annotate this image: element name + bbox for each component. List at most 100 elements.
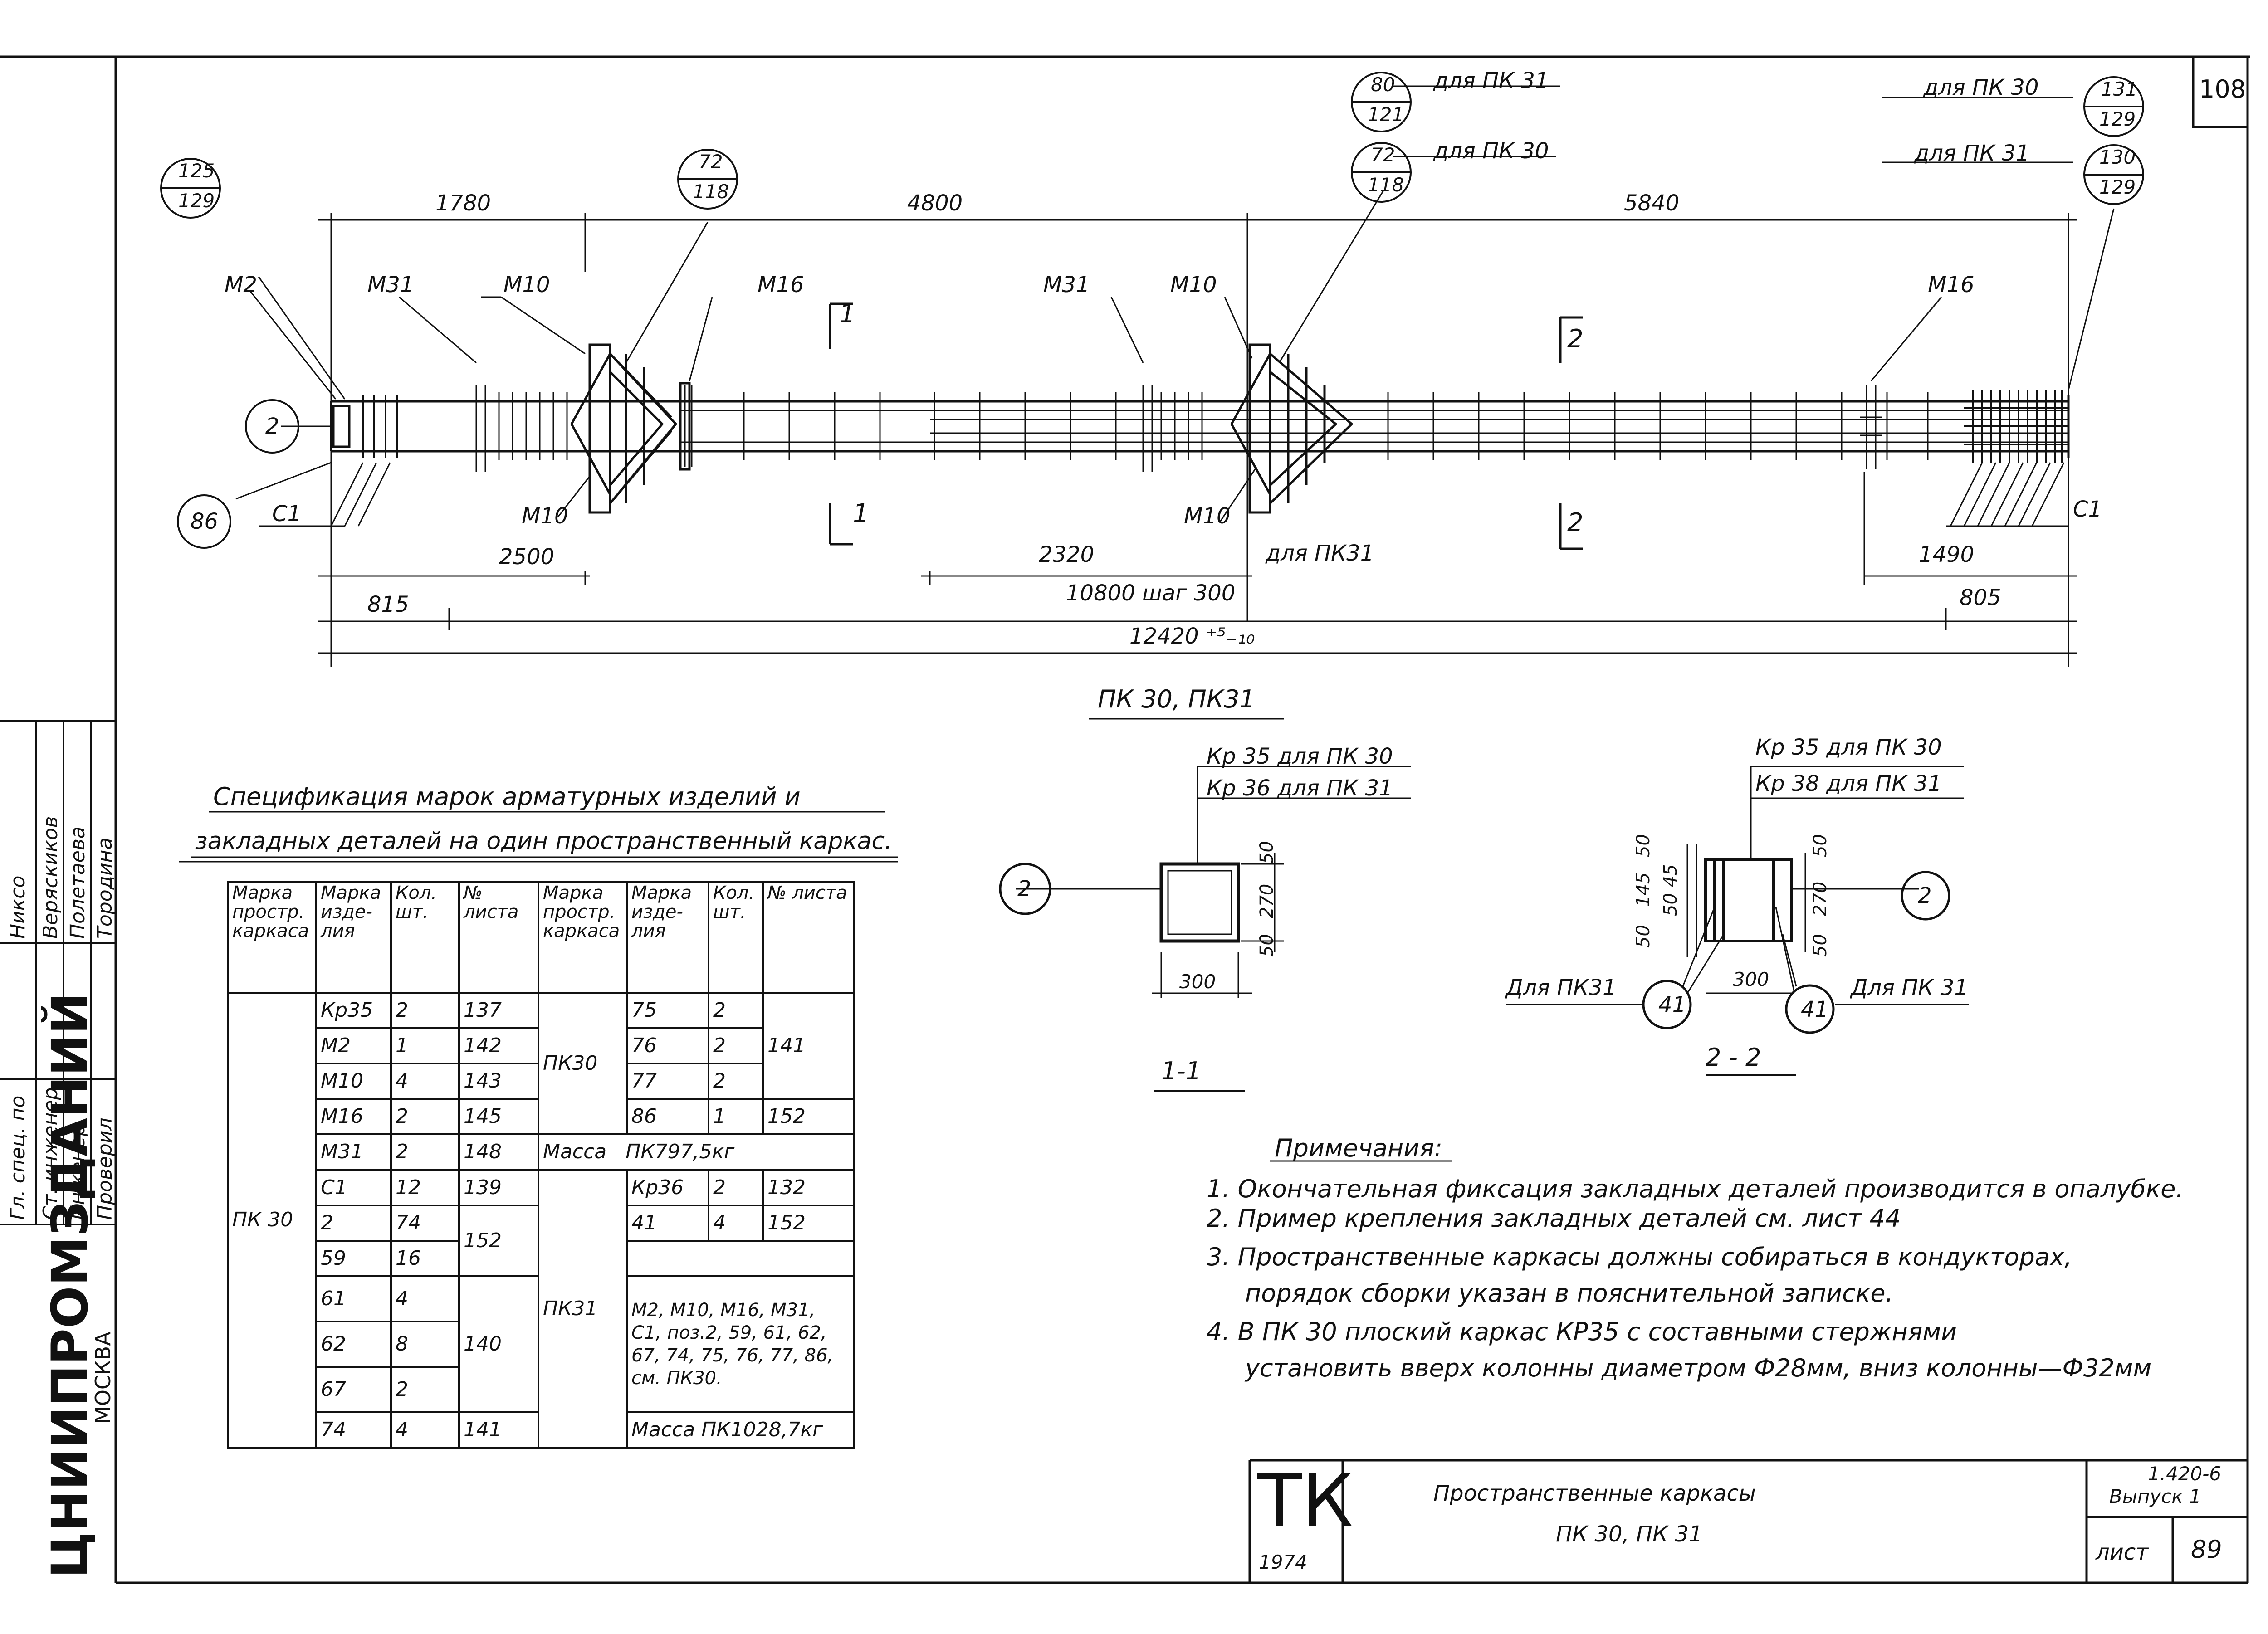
cell: 141 — [762, 991, 855, 1100]
mass-a-value: ПК797,5кг — [626, 1140, 735, 1164]
cell: 4 — [390, 1063, 460, 1100]
table-row: М2 1 142 76 2 — [228, 1027, 854, 1065]
note-3-cont: порядок сборки указан в пояснительной за… — [1245, 1279, 1893, 1307]
sig-role-4: Проверил — [93, 1117, 117, 1220]
dim-5840: 5840 — [1624, 190, 1680, 216]
cell: 2 — [390, 1366, 460, 1413]
cell: 77 — [626, 1063, 709, 1100]
sec2-50a: 50 — [1810, 834, 1831, 857]
tk-stamp: ТК — [1257, 1458, 1354, 1543]
sec1-bar: 2 — [1017, 876, 1031, 902]
label-c1-right: С1 — [2073, 497, 2102, 522]
cell: 74 — [390, 1204, 460, 1242]
note-2: 2. Пример крепления закладных деталей см… — [1207, 1204, 1901, 1233]
section-2-bottom: 2 — [1567, 508, 1584, 537]
sig-role-3: Инженер — [66, 1123, 89, 1220]
callout-6-note: для ПК 31 — [1914, 141, 2030, 166]
page-number: 108 — [2199, 75, 2246, 103]
cell: Кр36 — [626, 1169, 709, 1206]
cell: 59 — [315, 1239, 392, 1277]
sig-name-2: Веряскиков — [39, 816, 62, 939]
elevation-caption: ПК 30, ПК31 — [1098, 685, 1255, 713]
notes-title: Примечания: — [1275, 1134, 1443, 1162]
cell: 2 — [390, 1098, 460, 1136]
dim-10800: 10800 шаг 300 — [1066, 580, 1236, 606]
year: 1974 — [1259, 1551, 1307, 1573]
organization-name: ЦНИИПРОМЗДАНИЙ — [41, 992, 99, 1578]
sec2-bar: 2 — [1918, 883, 1932, 908]
table-row: 2 74 152 41 4 152 — [228, 1204, 855, 1277]
sec2-270: 270 — [1810, 881, 1831, 916]
sec2-bar41-left: 41 — [1658, 992, 1686, 1018]
label-m31-b: М31 — [1043, 272, 1090, 298]
right-frame-a: ПК30 — [538, 991, 628, 1136]
sec2-l50a: 50 — [1633, 834, 1654, 857]
column-elevation — [160, 72, 2144, 667]
sec1-50b: 50 — [1256, 934, 1277, 957]
callout-4-bottom: 118 — [1368, 174, 1404, 196]
cell: 2 — [708, 1169, 764, 1206]
sheet-label: лист — [2096, 1540, 2149, 1565]
cell: 67 — [315, 1366, 392, 1413]
table-row: 62 8 — [228, 1320, 854, 1368]
label-m2: М2 — [225, 272, 257, 298]
cell: 1 — [390, 1027, 460, 1065]
mass-a-row: Масса ПК797,5кг — [538, 1133, 855, 1171]
composite-cell: М2, М10, М16, М31, С1, поз.2, 59, 61, 62… — [626, 1275, 855, 1413]
sig-role-2: Ст. инженер — [39, 1087, 62, 1220]
callout-2-top: 72 — [699, 151, 723, 173]
cell: 62 — [315, 1320, 392, 1368]
sec1-kr36: Кр 36 для ПК 31 — [1207, 776, 1393, 801]
table-row: М10 4 143 77 2 — [228, 1063, 854, 1100]
sig-name-3: Полетаева — [66, 826, 89, 939]
cell: 145 — [458, 1098, 539, 1136]
cell: 12 — [390, 1169, 460, 1206]
dim-4800: 4800 — [907, 190, 963, 216]
cell: 2 — [708, 991, 764, 1029]
label-m10-b: М10 — [1170, 272, 1217, 298]
dim-805: 805 — [1960, 585, 2001, 610]
callout-3-note: для ПК 31 — [1433, 68, 1549, 93]
label-m10-a: М10 — [503, 272, 550, 298]
label-c1-left: С1 — [272, 501, 302, 527]
table-row: 74 4 141 Масса ПК1028,7кг — [228, 1411, 855, 1449]
cell: 137 — [458, 991, 539, 1029]
label-m16-b: М16 — [1928, 272, 1975, 298]
table-row: 61 4 140 М2, М10, М16, М31, С1, поз.2, 5… — [228, 1275, 855, 1413]
note-3: 3. Пространственные каркасы должны собир… — [1207, 1243, 2072, 1271]
hdr-mark-item-l: Марка изде- лия — [315, 881, 392, 994]
cell: 61 — [315, 1275, 392, 1322]
title-line2: ПК 30, ПК 31 — [1556, 1522, 1703, 1547]
cell: 152 — [762, 1098, 855, 1136]
cell: 140 — [458, 1275, 539, 1413]
cell: 76 — [626, 1027, 709, 1065]
cell: 75 — [626, 991, 709, 1029]
cell: 74 — [315, 1411, 392, 1449]
cell: 143 — [458, 1063, 539, 1100]
cell: 8 — [390, 1320, 460, 1368]
sec2-for31-right: Для ПК 31 — [1851, 975, 1968, 1000]
table-row: 67 2 — [228, 1366, 854, 1413]
cell: Кр35 — [315, 991, 392, 1029]
callout-3-bottom: 121 — [1368, 103, 1404, 126]
cell: С1 — [315, 1169, 392, 1206]
sec1-50a: 50 — [1256, 841, 1277, 864]
dim-815: 815 — [367, 592, 409, 617]
bar-86-marker: 86 — [191, 509, 219, 534]
callout-3-top: 80 — [1371, 73, 1395, 96]
section-2-top: 2 — [1567, 324, 1584, 354]
section-1-top: 1 — [839, 299, 855, 329]
cell: 4 — [390, 1275, 460, 1322]
sec2-title: 2 - 2 — [1706, 1043, 1761, 1072]
hdr-mark-item-r: Марка изде- лия — [626, 881, 709, 994]
spec-title-line2: закладных деталей на один пространственн… — [195, 828, 892, 855]
mass-b-cell: Масса ПК1028,7кг — [626, 1411, 855, 1449]
sec1-270: 270 — [1256, 883, 1277, 918]
cell: 2 — [708, 1063, 764, 1100]
dim-1780: 1780 — [435, 190, 491, 216]
hdr-qty-l: Кол. шт. — [390, 881, 460, 994]
table-row: М16 2 145 86 1 152 — [228, 1098, 855, 1136]
cell: 132 — [762, 1169, 855, 1206]
section-1-bottom: 1 — [853, 499, 869, 528]
dim-for-pk31: для ПК31 — [1266, 541, 1374, 566]
